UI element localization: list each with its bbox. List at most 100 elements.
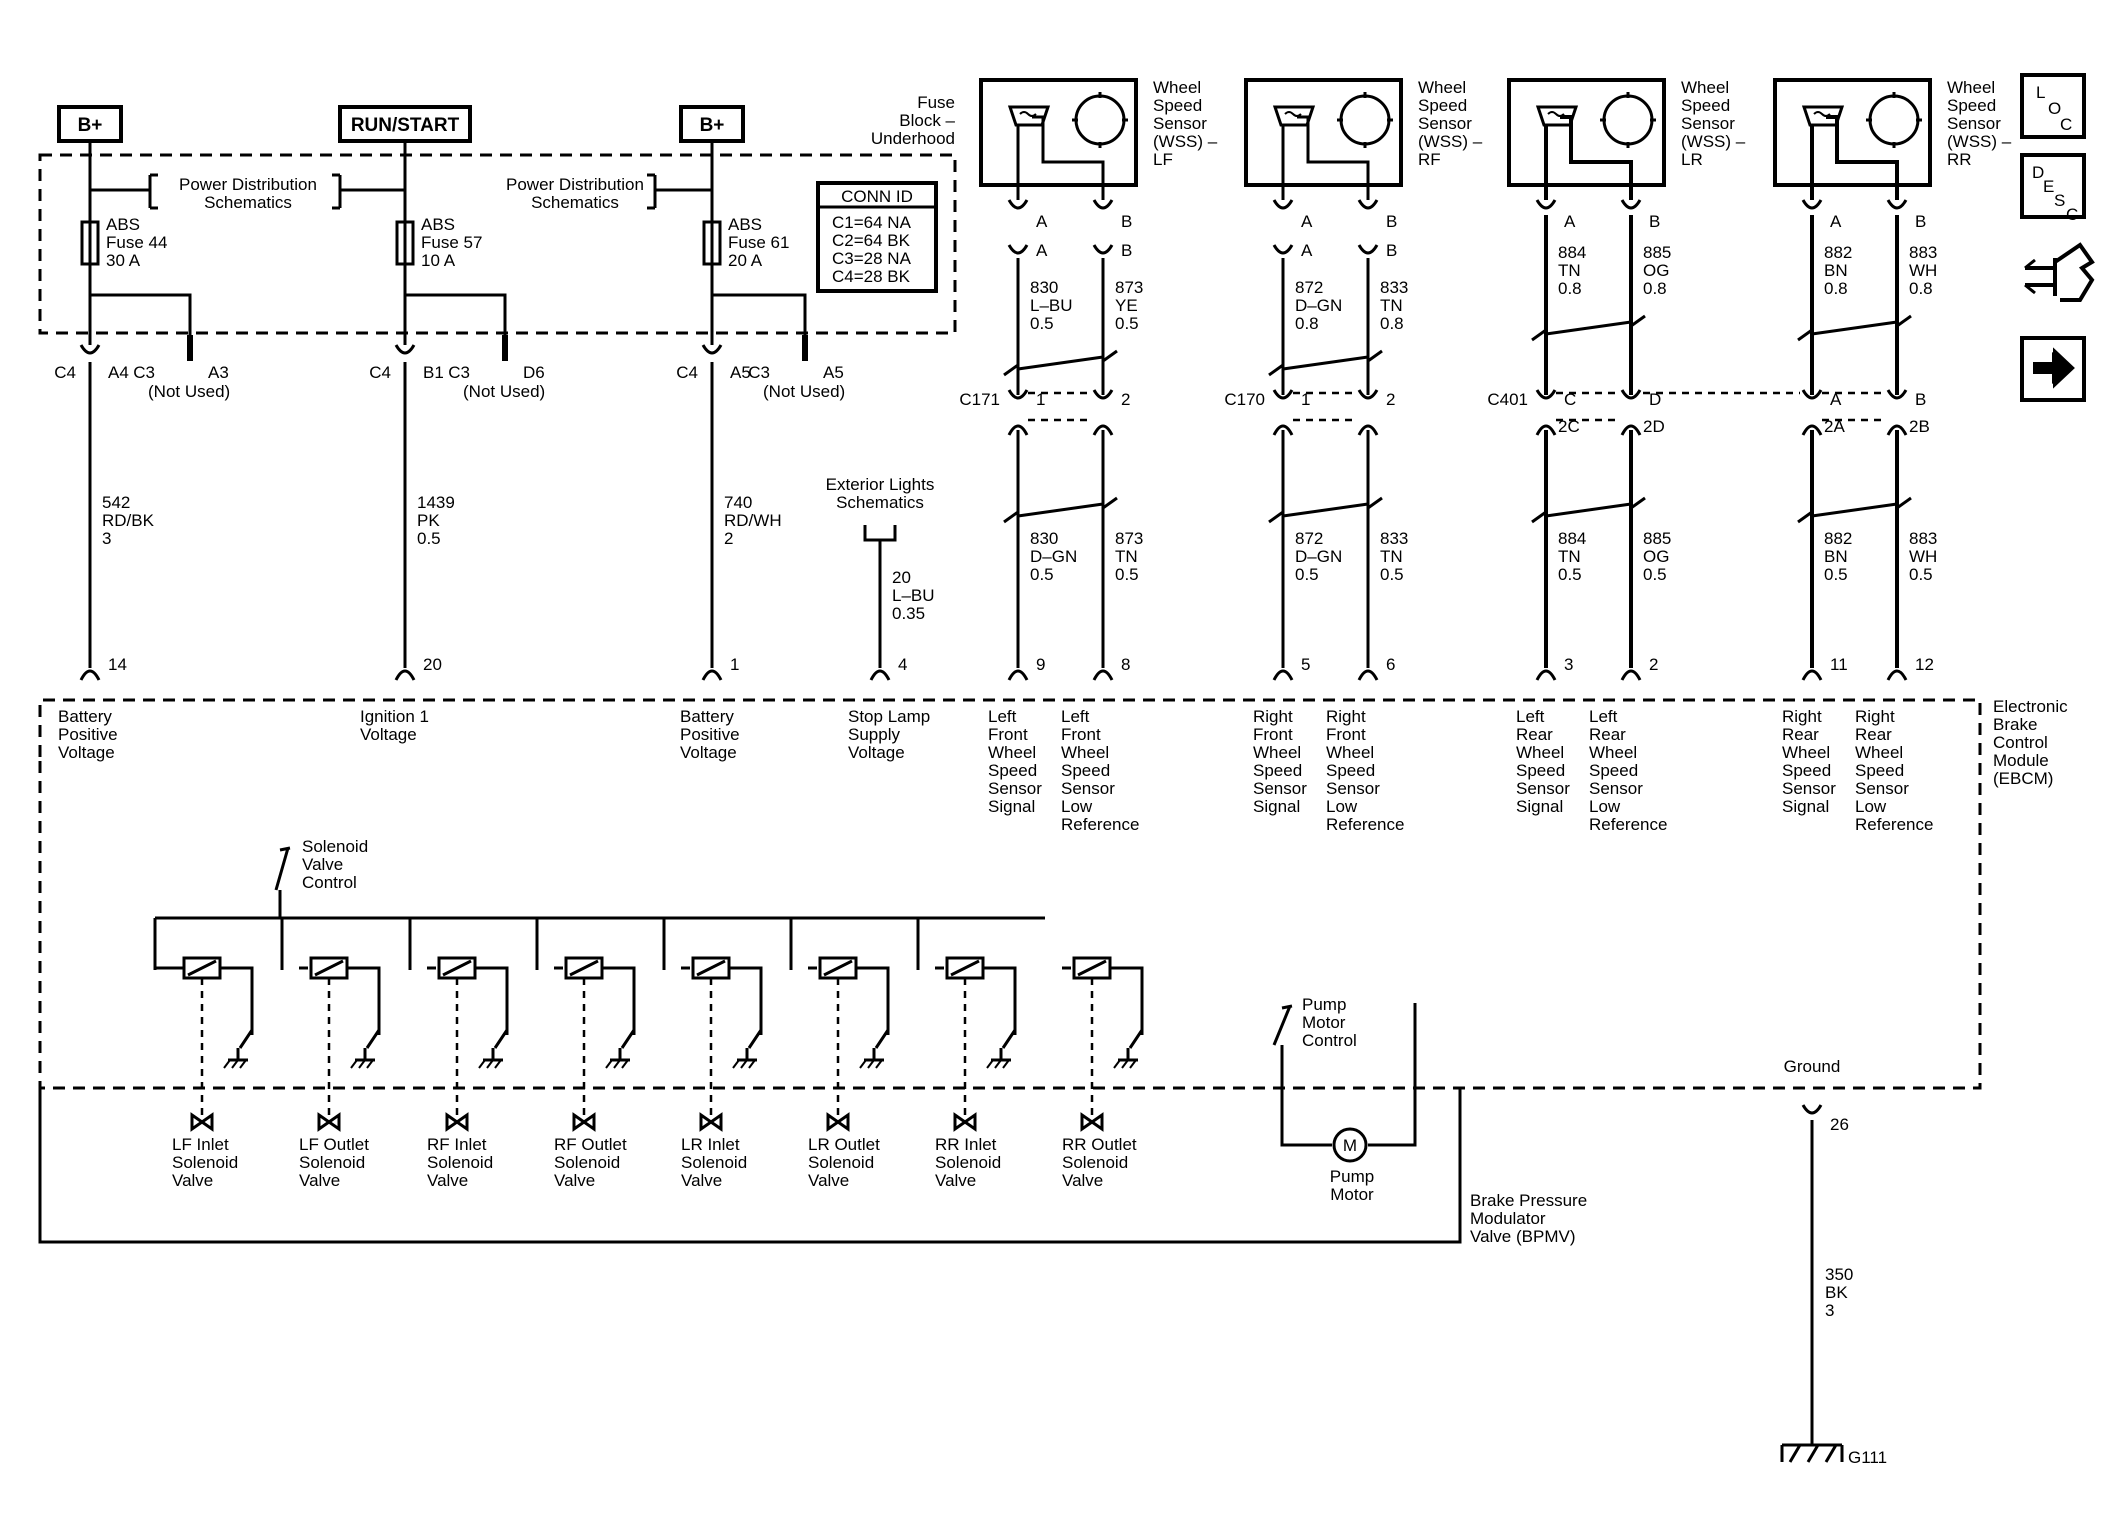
connector-pin [1886, 424, 1908, 436]
fuse-label: Fuse 44 [106, 233, 167, 252]
fuse-label: ABS [106, 215, 140, 234]
ebcm-pin-number: 12 [1915, 655, 1934, 674]
wire-label: OG [1643, 261, 1669, 280]
connector-pin-label: D6 [523, 363, 545, 382]
ebcm-pin-number: 26 [1830, 1115, 1849, 1134]
wire-label: 872 [1295, 278, 1323, 297]
wire-label: 0.5 [1115, 565, 1139, 584]
connector-pin-label: B [1121, 241, 1132, 260]
ebcm-function-label: Wheel [1855, 743, 1903, 762]
ebcm-pin-number: 14 [108, 655, 127, 674]
wire-label: 2 [724, 529, 733, 548]
wheel-speed-sensor-label: Wheel [1418, 78, 1466, 97]
fuse-block-label: Underhood [871, 129, 955, 148]
ebcm-function-label: Speed [1061, 761, 1110, 780]
ebcm-function-label: Reference [1589, 815, 1667, 834]
twisted-pair-mark [1797, 314, 1912, 342]
c3-stub [187, 335, 193, 361]
conn-id-box [816, 181, 938, 293]
connector-cup [1272, 199, 1294, 210]
wire-label: 0.5 [1824, 565, 1848, 584]
wire-label: 885 [1643, 529, 1671, 548]
conn-id-row: C1=64 NA [832, 213, 912, 232]
arrow-right-icon [2052, 352, 2074, 384]
connector-cup [1620, 389, 1642, 400]
bpmv-label: Valve (BPMV) [1470, 1227, 1576, 1246]
not-used-label: (Not Used) [763, 382, 845, 401]
connector-cup [1272, 244, 1294, 255]
wheel-speed-sensor-label: Sensor [1418, 114, 1472, 133]
pump-control-label: Motor [1302, 1013, 1346, 1032]
wire-label: TN [1380, 547, 1403, 566]
connector-pin [1007, 669, 1029, 681]
desc-button[interactable] [2020, 153, 2086, 219]
wheel-speed-sensor-label: RF [1418, 150, 1441, 169]
driver-switch [747, 1029, 763, 1049]
solenoid-drive [602, 966, 636, 1035]
wheel-speed-sensor-label: Speed [1947, 96, 1996, 115]
driver-switch [874, 1029, 890, 1049]
wheel-speed-sensor-box [1507, 78, 1666, 187]
valve-label: Valve [1062, 1171, 1103, 1190]
wire-label: L–BU [892, 586, 935, 605]
ebcm-function-label: Low [1326, 797, 1358, 816]
wire-label: 872 [1295, 529, 1323, 548]
connector-view-icon[interactable] [2024, 242, 2095, 302]
connector-pin [79, 669, 101, 681]
wire-label: 884 [1558, 243, 1586, 262]
valve-label: LR Inlet [681, 1135, 740, 1154]
ebcm-function-label: Front [1061, 725, 1101, 744]
solenoid-control-switch [274, 846, 291, 891]
power-distribution-ref: Power Distribution [179, 175, 317, 194]
connector-pin-label: 2 [1121, 390, 1130, 409]
connector-pin [1620, 669, 1642, 681]
desc-letter: E [2043, 177, 2054, 196]
ebcm-function-label: Sensor [1589, 779, 1643, 798]
twisted-pair-mark [1531, 314, 1646, 342]
ebcm-label: Control [1993, 733, 2048, 752]
ebcm-function-label: Sensor [1253, 779, 1307, 798]
twisted-pair-mark [1531, 496, 1646, 524]
wheel-speed-sensor-label: LF [1153, 150, 1173, 169]
solenoid-drive [729, 966, 763, 1035]
wheel-speed-sensor-box [1773, 78, 1932, 187]
wire-label: PK [417, 511, 440, 530]
connector-cup [1272, 389, 1294, 400]
wire-label: 0.5 [1909, 565, 1933, 584]
connector-pin-label: 2 [1386, 390, 1395, 409]
valve-icon [445, 1112, 469, 1132]
ebcm-function-label: Rear [1589, 725, 1626, 744]
fuse-label: Fuse 61 [728, 233, 789, 252]
connector-id: C3 [748, 363, 770, 382]
connector-pin-label: 2D [1643, 417, 1665, 436]
ebcm-boundary [38, 698, 1982, 1090]
fuse-label: Fuse 57 [421, 233, 482, 252]
ebcm-function-label: Speed [1253, 761, 1302, 780]
connector-pin-label: A4 [108, 363, 129, 382]
connector-cup [1801, 389, 1823, 400]
valve-label: Solenoid [935, 1153, 1001, 1172]
ebcm-function-label: Reference [1061, 815, 1139, 834]
ground-icon [350, 1059, 374, 1069]
wire-label: 873 [1115, 278, 1143, 297]
fuse-block-label: Block – [899, 111, 955, 130]
ebcm-function-label: Signal [1253, 797, 1300, 816]
ground-icon [1788, 1444, 1838, 1463]
valve-icon [572, 1112, 596, 1132]
connector-cup [1535, 389, 1557, 400]
ebcm-function-label: Low [1855, 797, 1887, 816]
connector-cup [1357, 389, 1379, 400]
wire-label: 0.5 [1643, 565, 1667, 584]
connector-pin-label: 1 [1036, 390, 1045, 409]
wire [696, 959, 726, 977]
ebcm-function-label: Left [1061, 707, 1090, 726]
ground-icon [732, 1059, 756, 1069]
connector-id: C4 [54, 363, 76, 382]
sensor-lead [1032, 115, 1105, 200]
ebcm-function-label: Front [1253, 725, 1293, 744]
loc-button[interactable] [2020, 73, 2086, 139]
wire-label: 0.5 [1030, 565, 1054, 584]
ebcm-function-label: Rear [1782, 725, 1819, 744]
valve-label: Valve [808, 1171, 849, 1190]
